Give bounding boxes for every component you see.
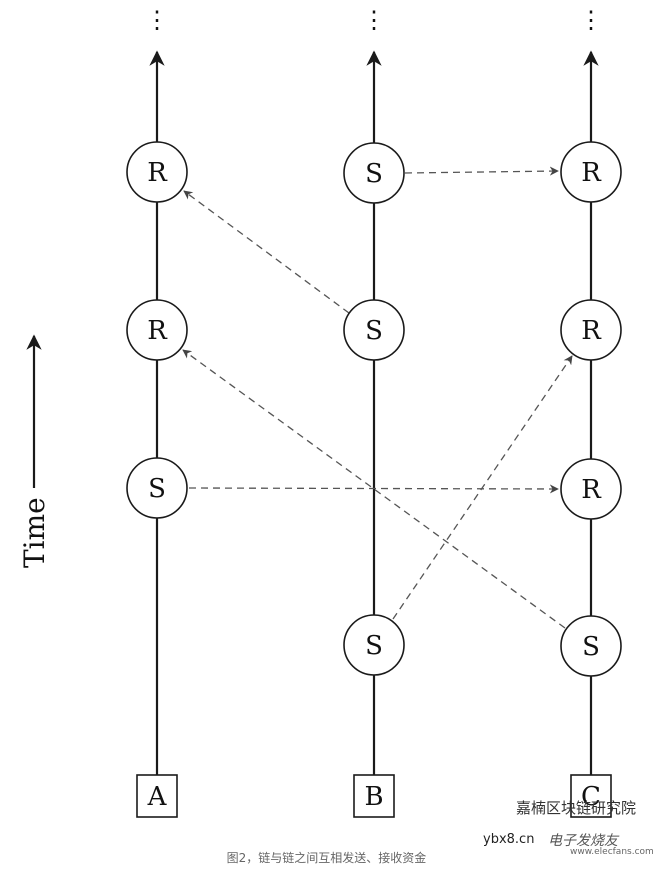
message-arrow-b-to-c-top [404, 166, 559, 176]
svg-text:S: S [148, 474, 166, 504]
svg-text:S: S [582, 632, 600, 662]
node-b-s-bottom: S [343, 614, 405, 676]
figure-caption: 图2，链与链之间互相发送、接收资金 [226, 851, 427, 865]
continuation-dots-a: ⋮ [145, 6, 169, 34]
node-b-s-top: S [343, 142, 405, 204]
svg-text:S: S [365, 159, 383, 189]
svg-text:S: S [365, 316, 383, 346]
node-c-r-top: R [560, 141, 622, 203]
svg-text:A: A [147, 782, 168, 812]
message-arrow-a-to-c-mid [188, 484, 559, 494]
message-arrow-b-to-c-cross [392, 355, 573, 620]
node-a-s: S [126, 457, 188, 519]
watermark-brand-url: www.elecfans.com [570, 847, 653, 857]
chain-box-b: B [353, 774, 395, 818]
svg-text:R: R [581, 316, 602, 346]
node-c-s: S [560, 615, 622, 677]
chain-box-a: A [136, 774, 178, 818]
svg-text:R: R [147, 316, 168, 346]
svg-text:R: R [581, 158, 602, 188]
svg-text:R: R [147, 158, 168, 188]
node-b-s-mid: S [343, 299, 405, 361]
message-arrow-c-to-a-cross [182, 349, 566, 629]
svg-text:B: B [364, 782, 383, 812]
continuation-dots-b: ⋮ [362, 6, 386, 34]
continuation-dots-c: ⋮ [579, 6, 603, 34]
node-c-r-mid: R [560, 299, 622, 361]
svg-text:C: C [581, 782, 601, 812]
node-a-r-top: R [126, 141, 188, 203]
watermark-brand: 电子发烧友 [548, 833, 618, 849]
svg-text:R: R [581, 475, 602, 505]
watermark-account: 嘉楠区块链研究院 [516, 799, 637, 817]
node-a-r-mid: R [126, 299, 188, 361]
node-c-r-lower: R [560, 458, 622, 520]
chain-box-c: C [570, 774, 612, 818]
svg-text:S: S [365, 631, 383, 661]
time-label: Time [18, 497, 51, 568]
watermark-site: ybx8.cn [483, 832, 535, 847]
message-arrow-b-to-a-top [183, 190, 350, 314]
